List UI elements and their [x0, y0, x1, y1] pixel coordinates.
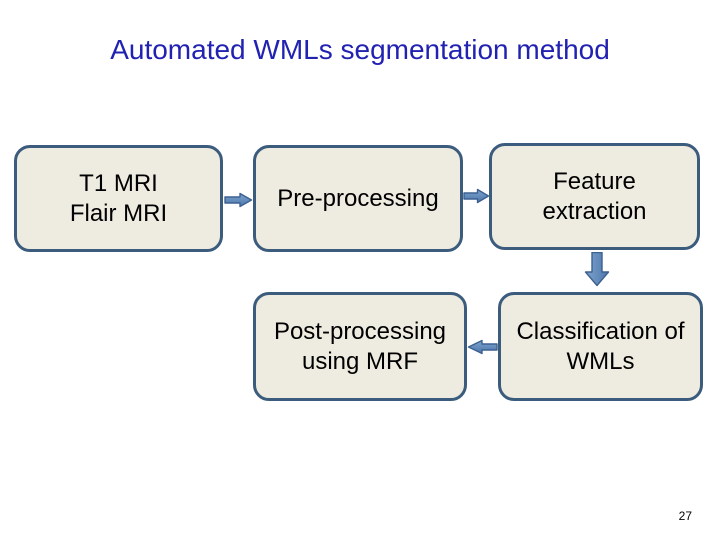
- flow-box-line: extraction: [542, 197, 647, 225]
- flow-box-line: WMLs: [566, 347, 635, 375]
- right-arrow-icon: [224, 192, 253, 208]
- flow-box-line: Feature: [553, 167, 636, 195]
- slide-title: Automated WMLs segmentation method: [110, 34, 610, 65]
- page-number: 27: [678, 509, 692, 523]
- flow-box-line: Post-processing: [273, 317, 447, 345]
- flow-box-line: T1 MRI: [79, 169, 158, 197]
- flow-box-postprocessing: Post-processing using MRF: [253, 292, 467, 401]
- left-arrow-icon: [466, 339, 498, 355]
- flow-box-preprocessing: Pre-processing: [253, 145, 463, 252]
- right-arrow-icon: [463, 188, 490, 204]
- flow-box-inputs: T1 MRI Flair MRI: [14, 145, 223, 252]
- flow-box-classification: Classification of WMLs: [498, 292, 703, 401]
- flow-box-line: Flair MRI: [69, 199, 168, 227]
- flow-box-line: using MRF: [301, 347, 419, 375]
- flow-box-line: Pre-processing: [277, 184, 439, 212]
- flow-box-line: Classification of: [516, 317, 685, 345]
- down-arrow-icon: [584, 252, 610, 287]
- flow-box-feature-extraction: Feature extraction: [489, 143, 700, 250]
